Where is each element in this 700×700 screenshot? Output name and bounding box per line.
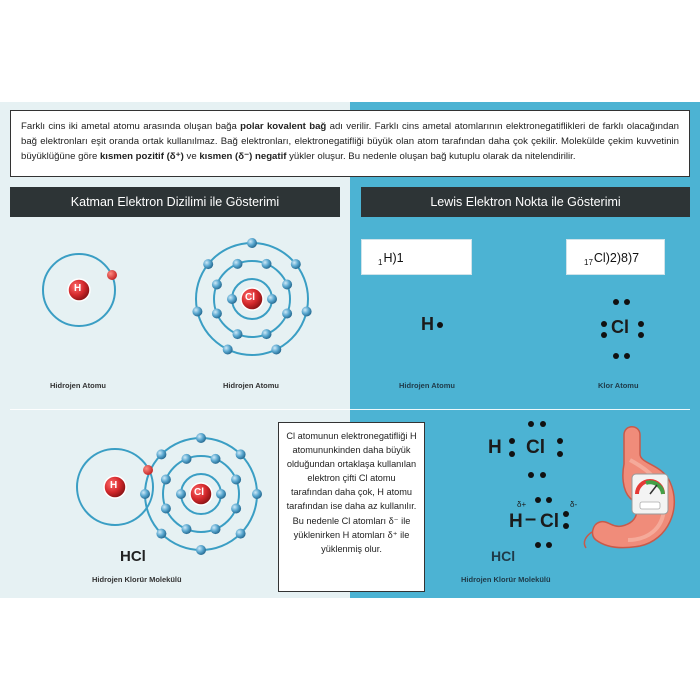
cl-shell3-electron <box>222 344 233 355</box>
horizontal-divider <box>10 409 690 410</box>
hcl-cl-shell2-electron <box>231 474 242 485</box>
h-orbit <box>42 253 116 327</box>
hcl-cl-shell2-electron <box>181 524 192 535</box>
intro-text-2: adı verilir. Farklı cins ametal atomları… <box>21 121 680 162</box>
cl-shell3-electron <box>301 306 312 317</box>
cl-shell3-electron <box>203 259 214 270</box>
hcl-cl-nucleus <box>189 482 213 506</box>
hcl-molecule-caption-left: Hidrojen Klorür Molekülü <box>92 575 182 584</box>
hcl-formula-left: HCl <box>120 548 146 565</box>
hcl-cl-shell2-electron <box>231 503 242 514</box>
explanation-box: Cl atomunun elektronegatifliği H atomunu… <box>278 422 425 592</box>
cl-shell3-electron <box>271 344 282 355</box>
h-electron-config: H)1 <box>383 251 404 265</box>
cl-atomic-number: 17 <box>584 258 593 267</box>
h-nucleus <box>67 278 91 302</box>
cl-shell2-electron <box>282 279 293 290</box>
hcl-cl-shell2-electron <box>160 503 171 514</box>
cl-lewis-dots <box>601 299 644 359</box>
intro-bold-partial-positive: kısmen pozitif (δ⁺) <box>99 151 184 162</box>
diagram-layer <box>42 238 675 555</box>
hcl-cl-shell2-electron <box>160 474 171 485</box>
h-lewis-caption: Hidrojen Atomu <box>399 381 455 390</box>
hydrogen-atom-diagram <box>42 253 117 327</box>
chlorine-atom-diagram <box>192 238 312 356</box>
intro-text-3: ve <box>183 151 200 162</box>
hcl-cl-shell3-electron <box>235 528 246 539</box>
hcl-cl-shell2-electron <box>181 453 192 464</box>
infographic-poster: Farklı cins iki ametal atomu arasında ol… <box>0 102 700 598</box>
cl-nucleus-label: Cl <box>245 292 255 303</box>
hcl-lewis-h: H <box>488 437 502 458</box>
cl-lewis-caption: Klor Atomu <box>598 381 639 390</box>
cl-shell2-electron <box>261 258 272 269</box>
cl-shell3-electron <box>192 306 203 317</box>
intro-bold-partial-negative: kısmen (δ⁻) negatif <box>199 151 287 162</box>
intro-text-box: Farklı cins iki ametal atomu arasında ol… <box>10 110 690 177</box>
h-atom-caption: Hidrojen Atomu <box>50 381 106 390</box>
intro-bold-polar-covalent: polar kovalent bağ <box>240 121 327 132</box>
intro-text-1: Farklı cins iki ametal atomu arasında ol… <box>21 121 241 132</box>
cl-nucleus <box>240 287 264 311</box>
h-nucleus-label: H <box>74 283 82 294</box>
left-section-header: Katman Elektron Dizilimi ile Gösterimi <box>10 187 340 217</box>
delta-minus-label: δ- <box>570 500 578 509</box>
hcl-formula-right: HCl <box>491 548 516 564</box>
cl-shell2-electron <box>232 329 243 340</box>
hcl-h-nucleus-label: H <box>110 480 118 491</box>
delta-plus-label: δ+ <box>517 500 527 509</box>
hcl-cl-shell3-electron <box>252 489 262 499</box>
hcl-cl-shell1-electron <box>216 489 226 499</box>
hcl-molecule-caption-right: Hidrojen Klorür Molekülü <box>461 575 551 584</box>
hcl-lewis-dots <box>509 421 569 548</box>
hcl-cl-shell3-electron <box>196 545 206 555</box>
cl-lewis-symbol: Cl <box>611 317 629 337</box>
hcl-cl-shell2-electron <box>210 524 221 535</box>
hcl-shell-diagram <box>76 433 262 555</box>
cl-electron-config: Cl)2)8)7 <box>593 251 640 265</box>
cl-electron-config-box: 17Cl)2)8)7 <box>566 239 665 275</box>
cl-shell1-electron <box>267 294 277 304</box>
hcl-cl-shell3-electron <box>156 528 167 539</box>
h-atomic-number: 1 <box>378 258 383 267</box>
cl-atom-caption: Hidrojen Atomu <box>223 381 279 390</box>
hcl-cl-shell3-electron <box>140 489 150 499</box>
cl-shell3-electron <box>247 238 257 248</box>
h-electron <box>107 270 117 280</box>
stomach-illustration <box>583 426 675 549</box>
hcl-cl-shell2-electron <box>210 453 221 464</box>
cl-shell2-electron <box>282 308 293 319</box>
hcl-structural-cl: Cl <box>540 511 559 532</box>
hcl-cl-shell3-electron <box>235 449 246 460</box>
intro-text-4: yükler oluşur. Bu nedenle oluşan bağ kut… <box>286 151 576 162</box>
hcl-lewis-cl: Cl <box>526 437 545 458</box>
cl-shell2-electron <box>232 258 243 269</box>
cl-shell2-electron <box>211 279 222 290</box>
hcl-cl-orbit-2 <box>162 455 240 533</box>
cl-orbit-2 <box>213 260 291 338</box>
right-section-header: Lewis Elektron Nokta ile Gösterimi <box>361 187 690 217</box>
cl-shell2-electron <box>261 329 272 340</box>
hcl-structural-bond: – <box>525 508 537 530</box>
cl-shell1-electron <box>227 294 237 304</box>
hcl-h-nucleus <box>103 475 127 499</box>
hcl-cl-nucleus-label: Cl <box>194 487 204 498</box>
h-lewis-symbol: H <box>421 314 434 334</box>
hcl-shared-red-electron <box>143 465 153 475</box>
hcl-h-orbit <box>76 448 154 526</box>
hcl-structural-h: H <box>509 511 523 532</box>
cl-shell2-electron <box>211 308 222 319</box>
hcl-cl-shell1-electron <box>176 489 186 499</box>
h-electron-config-box: 1H)1 <box>361 239 472 275</box>
h-lewis-dot <box>437 322 443 328</box>
cl-shell3-electron <box>290 259 301 270</box>
hcl-cl-shell3-electron <box>156 449 167 460</box>
hcl-cl-shell3-electron <box>196 433 206 443</box>
